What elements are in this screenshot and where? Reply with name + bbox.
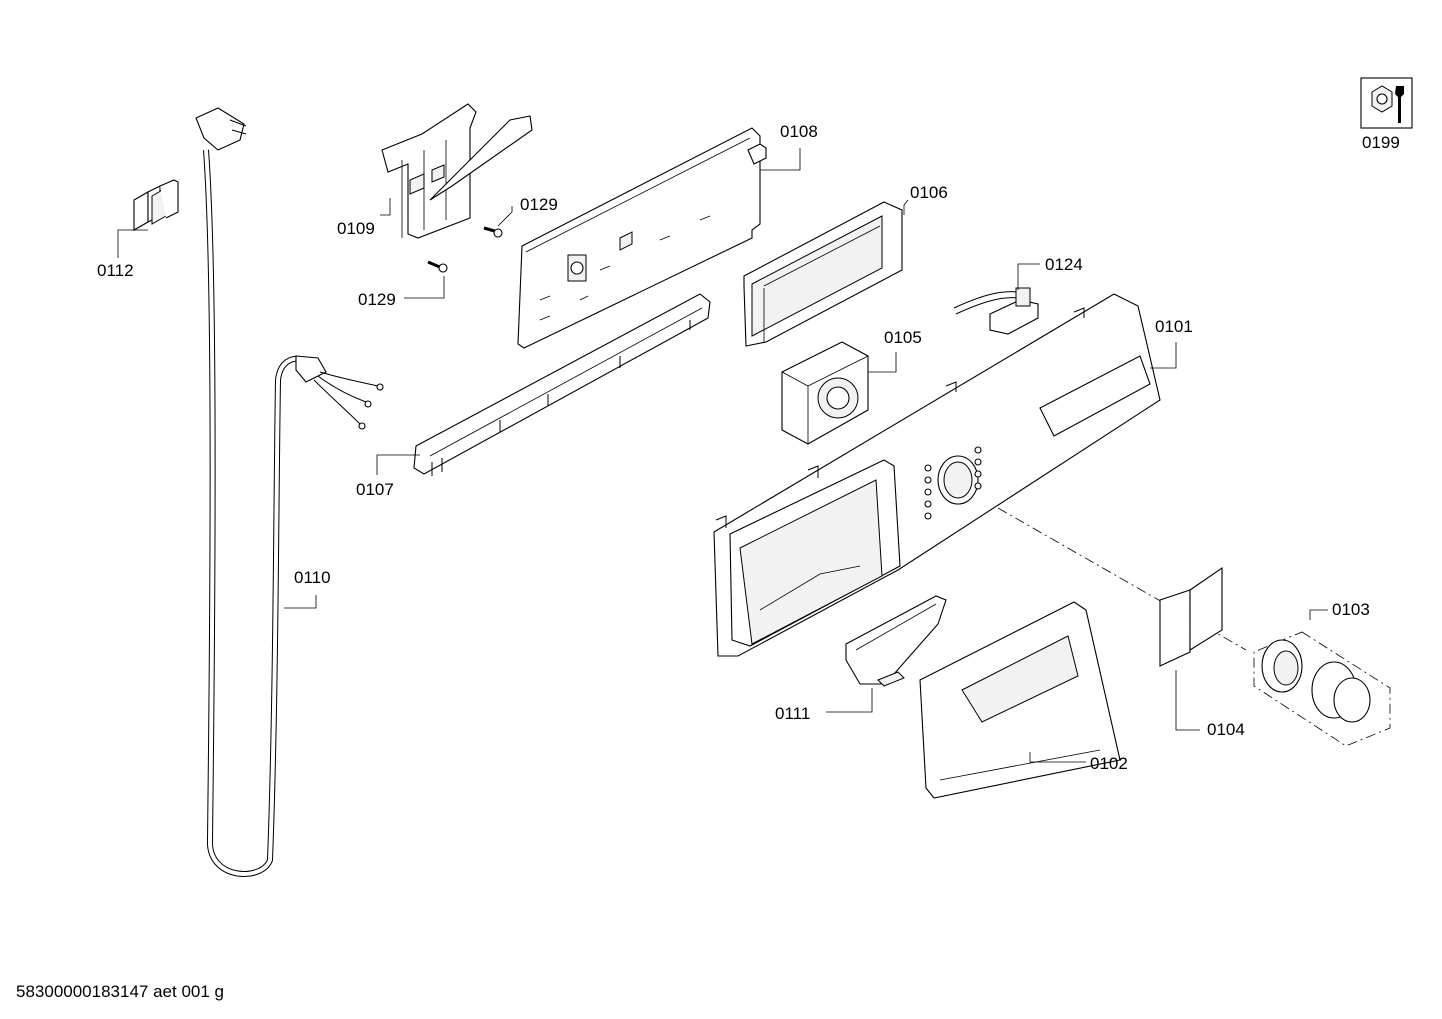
label-0102: 0102 bbox=[1090, 754, 1128, 773]
label-0129-a: 0129 bbox=[520, 195, 558, 214]
label-0129-b: 0129 bbox=[358, 290, 396, 309]
part-0108-control-board bbox=[517, 127, 767, 349]
part-0107-light-guide bbox=[413, 293, 711, 476]
label-0108: 0108 bbox=[780, 122, 818, 141]
label-0199: 0199 bbox=[1362, 133, 1400, 152]
part-0110-power-cable bbox=[195, 107, 384, 877]
part-0103-knob bbox=[1253, 631, 1391, 747]
part-0129-screw-a bbox=[483, 226, 503, 238]
label-0124: 0124 bbox=[1045, 255, 1083, 274]
part-0106-display-frame bbox=[743, 201, 903, 347]
part-0104-overlay bbox=[1159, 566, 1223, 667]
label-0106: 0106 bbox=[910, 183, 948, 202]
part-0111-insert bbox=[845, 595, 947, 687]
part-0129-screw-b bbox=[427, 260, 448, 273]
part-0101-control-panel bbox=[713, 293, 1161, 657]
label-0101: 0101 bbox=[1155, 317, 1193, 336]
label-0107: 0107 bbox=[356, 480, 394, 499]
part-0109-bracket bbox=[381, 103, 533, 239]
service-kit-icon bbox=[1360, 77, 1413, 129]
part-0102-drawer-front bbox=[919, 601, 1121, 799]
label-0104: 0104 bbox=[1207, 720, 1245, 739]
label-0112: 0112 bbox=[97, 261, 134, 280]
label-0109: 0109 bbox=[337, 219, 375, 238]
part-0112-clip bbox=[133, 179, 179, 231]
label-0105: 0105 bbox=[884, 328, 922, 347]
part-0105-selector-module bbox=[781, 341, 869, 445]
label-0110: 0110 bbox=[294, 568, 331, 587]
diagram-reference-code: 58300000183147 aet 001 g bbox=[16, 982, 224, 1001]
label-0103: 0103 bbox=[1332, 600, 1370, 619]
part-0124-sensor bbox=[953, 287, 1039, 335]
label-0111: 0111 bbox=[775, 704, 810, 723]
